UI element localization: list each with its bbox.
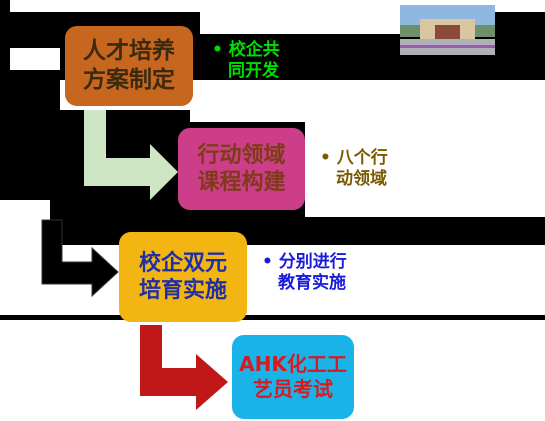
step-4-title-line1: AHK化工工 <box>239 352 347 376</box>
step-1-note-line2: 同开发 <box>228 61 279 82</box>
step-1-note: • 校企共 同开发 <box>212 40 280 83</box>
campus-photo <box>400 5 495 55</box>
step-2-title-line1: 行动领域 <box>197 142 286 168</box>
step-2-title-line2: 课程构建 <box>197 170 286 195</box>
step-3-box: 校企双元 培育实施 <box>119 232 247 322</box>
step-3-title-line1: 校企双元 <box>138 250 227 276</box>
step-2-note: • 八个行 动领域 <box>320 148 388 191</box>
step-3-title-line2: 培育实施 <box>138 278 227 303</box>
step-1-note-line1: • 校企共 <box>212 40 280 60</box>
step-3-note: • 分别进行 教育实施 <box>262 252 347 295</box>
background-band-3 <box>10 48 60 70</box>
step-4-title-line2: 艺员考试 <box>253 377 333 401</box>
background-band-2 <box>200 12 400 34</box>
step-1-title-line1: 人才培养 <box>83 38 175 65</box>
step-1-box: 人才培养 方案制定 <box>65 26 193 106</box>
step-3-note-line2: 教育实施 <box>278 273 346 294</box>
background-band-5 <box>190 110 545 122</box>
step-1-title-line2: 方案制定 <box>83 67 175 93</box>
step-2-note-line2: 动领域 <box>336 169 387 190</box>
background-band-6 <box>305 122 545 217</box>
step-2-note-line1: • 八个行 <box>320 148 388 168</box>
arrow-1 <box>84 110 178 200</box>
step-3-note-line1: • 分别进行 <box>262 252 347 272</box>
arrow-2 <box>41 219 119 298</box>
step-2-box: 行动领域 课程构建 <box>178 128 305 210</box>
arrow-3 <box>140 325 228 410</box>
step-4-box: AHK化工工 艺员考试 <box>232 335 354 419</box>
